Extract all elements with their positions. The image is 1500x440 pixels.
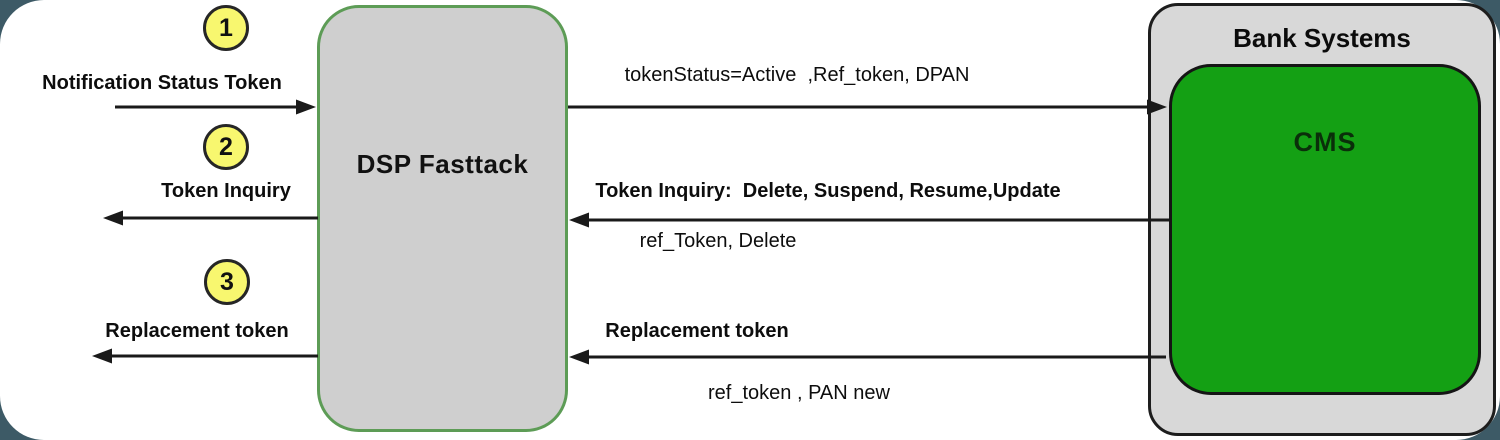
label-ref-token-pan-new: ref_token , PAN new xyxy=(708,382,890,404)
step-badge-3: 3 xyxy=(204,259,250,305)
label-token-inquiry-left: Token Inquiry xyxy=(161,180,291,202)
label-tokenstatus-active: tokenStatus=Active ,Ref_token, DPAN xyxy=(624,64,970,86)
label-token-inquiry-right: Token Inquiry: Delete, Suspend, Resume,U… xyxy=(595,180,1061,202)
bank-systems-title: Bank Systems xyxy=(1233,23,1411,53)
step-badge-1: 1 xyxy=(203,5,249,51)
label-replacement-token-right: Replacement token xyxy=(605,320,789,342)
cms-label: CMS xyxy=(1293,127,1357,157)
dsp-fasttack-label: DSP Fasttack xyxy=(356,149,529,179)
step-badge-2: 2 xyxy=(203,124,249,170)
cms-node: CMS xyxy=(1169,64,1481,395)
dsp-fasttack-node: DSP Fasttack xyxy=(317,5,568,432)
label-replacement-token-left: Replacement token xyxy=(105,320,289,342)
label-notification-status-token: Notification Status Token xyxy=(42,72,282,94)
label-ref-token-delete: ref_Token, Delete xyxy=(639,230,797,252)
